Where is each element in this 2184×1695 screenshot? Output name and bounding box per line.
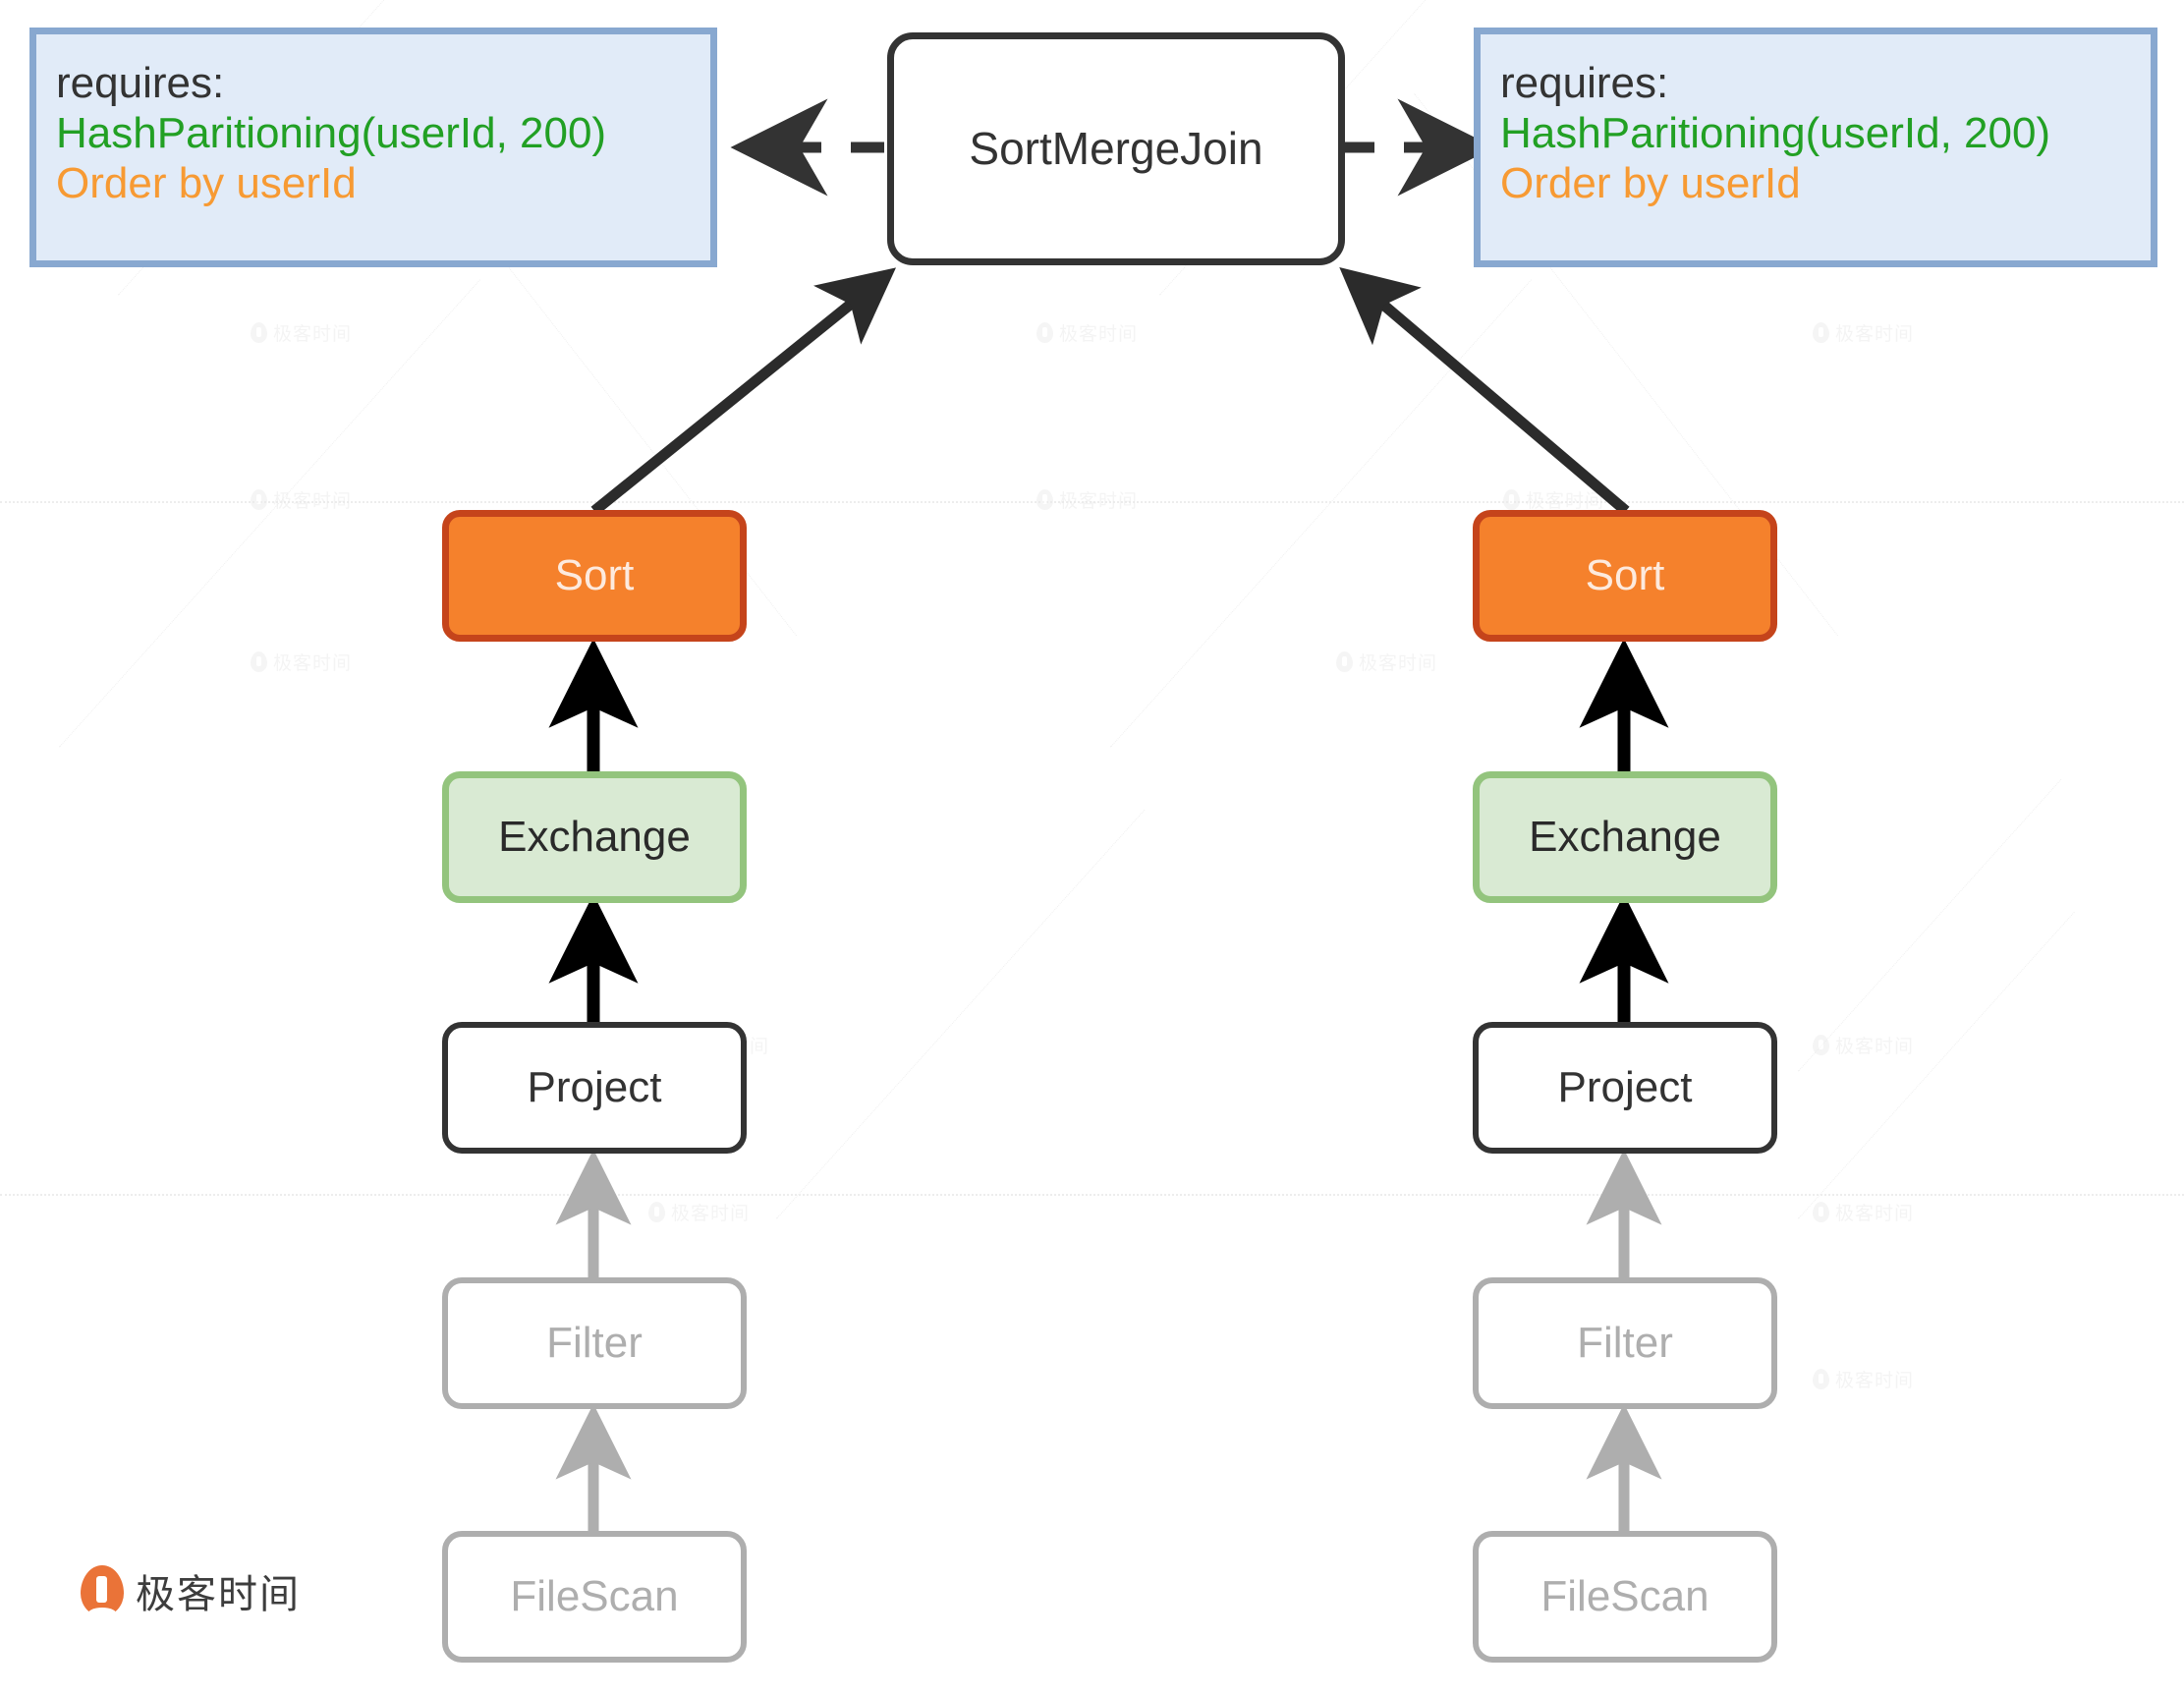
node-filter-right-label: Filter <box>1577 1318 1673 1367</box>
requires-right-ordering: Order by userId <box>1500 159 1801 208</box>
node-sortmergejoin[interactable]: SortMergeJoin <box>887 32 1345 265</box>
brand-name: 极客时间 <box>136 1572 301 1617</box>
node-filescan-left-label: FileScan <box>510 1571 679 1620</box>
edge-sort-right-to-join <box>1339 267 1630 516</box>
node-filescan-right[interactable]: FileScan <box>1473 1531 1777 1663</box>
node-exchange-right-label: Exchange <box>1529 812 1721 861</box>
requires-left-title: requires: <box>56 59 225 107</box>
requires-left-ordering: Order by userId <box>56 159 357 208</box>
node-sort-left[interactable]: Sort <box>442 510 747 642</box>
node-sort-right-label: Sort <box>1585 550 1665 599</box>
requires-box-left: requires: HashParitioning(userId, 200) O… <box>29 28 717 267</box>
node-filescan-right-label: FileScan <box>1540 1571 1709 1620</box>
node-filter-left[interactable]: Filter <box>442 1277 747 1409</box>
node-project-left[interactable]: Project <box>442 1022 747 1154</box>
node-filter-right[interactable]: Filter <box>1473 1277 1777 1409</box>
node-filter-left-label: Filter <box>546 1318 643 1367</box>
node-exchange-left-label: Exchange <box>498 812 691 861</box>
node-project-right-label: Project <box>1557 1062 1693 1111</box>
edge-sort-left-to-join <box>590 267 896 516</box>
node-sort-left-label: Sort <box>554 550 635 599</box>
node-sort-right[interactable]: Sort <box>1473 510 1777 642</box>
brand-logo: 极客时间 <box>81 1562 301 1621</box>
node-exchange-right[interactable]: Exchange <box>1473 771 1777 903</box>
requires-right-title: requires: <box>1500 59 1669 107</box>
node-project-left-label: Project <box>527 1062 662 1111</box>
node-exchange-left[interactable]: Exchange <box>442 771 747 903</box>
location-pin-icon <box>81 1565 124 1621</box>
node-filescan-left[interactable]: FileScan <box>442 1531 747 1663</box>
requires-box-right: requires: HashParitioning(userId, 200) O… <box>1474 28 2157 267</box>
requires-right-partitioning: HashParitioning(userId, 200) <box>1500 109 2051 158</box>
requires-left-partitioning: HashParitioning(userId, 200) <box>56 109 607 158</box>
node-sortmergejoin-label: SortMergeJoin <box>969 123 1263 175</box>
node-project-right[interactable]: Project <box>1473 1022 1777 1154</box>
